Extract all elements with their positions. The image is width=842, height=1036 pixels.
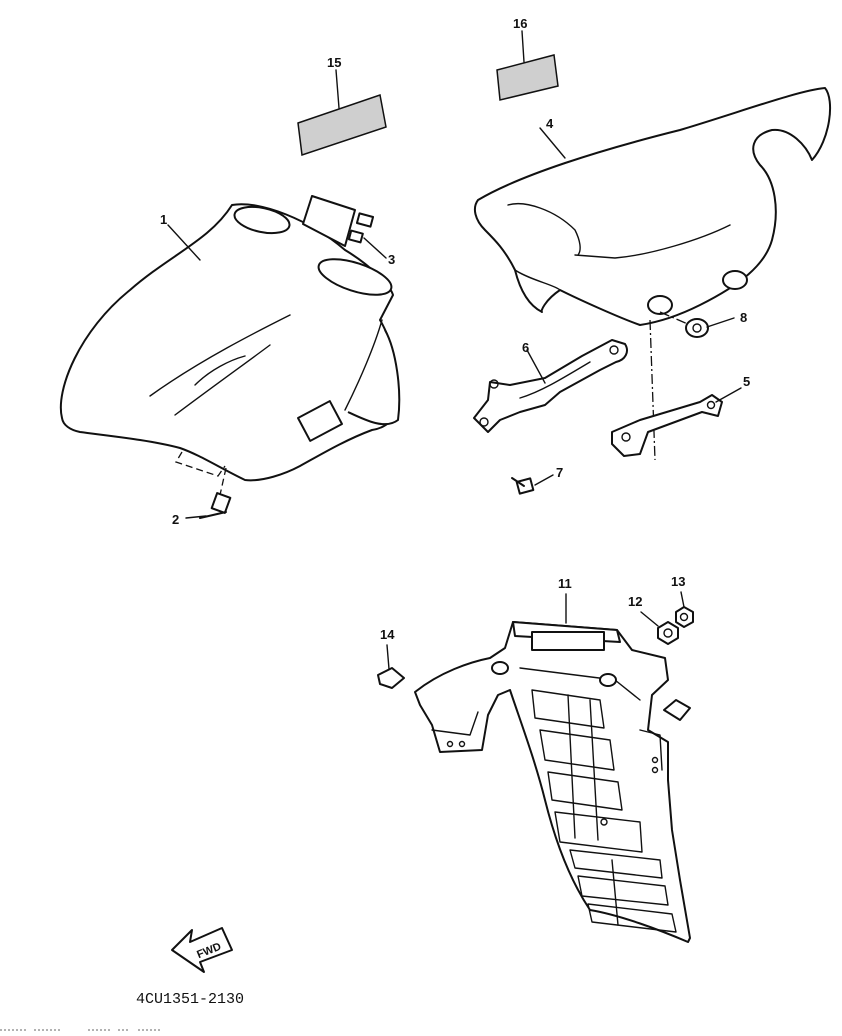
decal-15[interactable] (297, 94, 387, 157)
screw-7[interactable] (511, 477, 535, 495)
callout-14: 14 (380, 627, 395, 642)
callout-3: 3 (388, 252, 395, 267)
clip-3[interactable] (347, 212, 375, 244)
callout-6: 6 (522, 340, 529, 355)
callout-5: 5 (743, 374, 750, 389)
rear-cowl[interactable] (473, 87, 832, 326)
nut-12[interactable] (657, 621, 679, 645)
nut-13[interactable] (675, 606, 694, 628)
callout-8: 8 (740, 310, 747, 325)
callout-4: 4 (546, 116, 554, 131)
stay-5[interactable] (611, 394, 723, 457)
fwd-arrow-icon (171, 927, 233, 973)
callout-7: 7 (556, 465, 563, 480)
callout-16: 16 (513, 16, 527, 31)
grommet-8[interactable] (685, 318, 709, 338)
callout-1: 1 (160, 212, 167, 227)
callout-13: 13 (671, 574, 685, 589)
clip-14[interactable] (377, 667, 691, 721)
callout-11: 11 (558, 576, 572, 591)
front-fender[interactable] (59, 195, 401, 482)
bolt-2[interactable] (199, 492, 232, 519)
rear-fender-11[interactable] (414, 621, 691, 943)
callout-12: 12 (628, 594, 642, 609)
bracket-6[interactable] (473, 339, 628, 433)
callout-2: 2 (172, 512, 179, 527)
drawing-code: 4CU1351-2130 (136, 991, 244, 1008)
decal-16[interactable] (496, 54, 559, 101)
callout-15: 15 (327, 55, 341, 70)
